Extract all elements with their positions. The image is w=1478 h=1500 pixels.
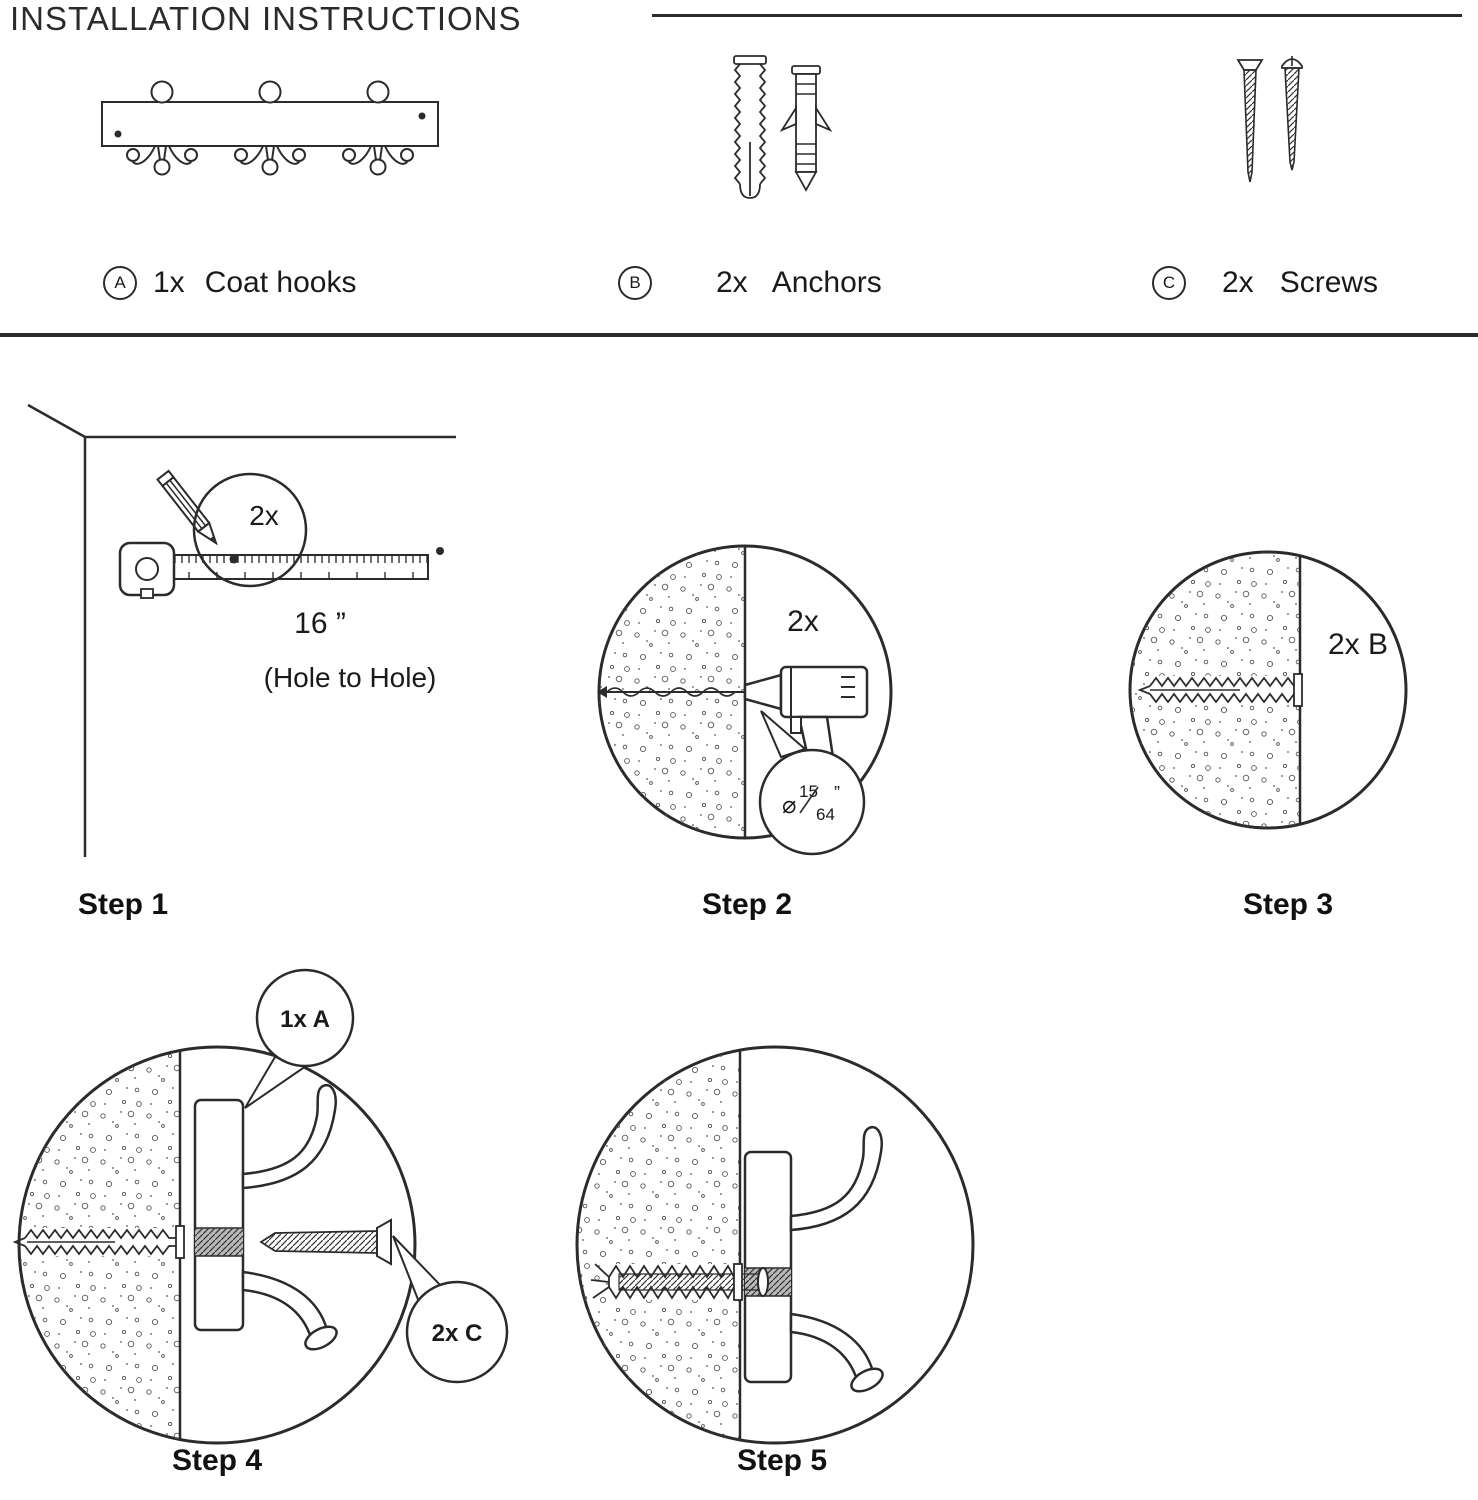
step4-illustration: 1x A 2x C — [12, 968, 509, 1445]
hole-distance-label: 16 ” — [294, 607, 346, 640]
bit-diameter-denominator: 64 — [816, 805, 835, 824]
part-name-c: Screws — [1279, 266, 1379, 299]
bit-diameter-unit: ” — [834, 783, 840, 803]
step5-illustration — [575, 1045, 975, 1445]
step1-illustration: 2x 16 ” (Hole to Hole) — [27, 403, 456, 857]
title-rule — [652, 14, 1462, 17]
hole-distance-note: (Hole to Hole) — [264, 662, 437, 693]
part-badge-a: A — [103, 266, 137, 300]
mark-count-callout: 2x — [192, 472, 308, 588]
page-title: INSTALLATION INSTRUCTIONS — [10, 0, 522, 37]
pencil-icon — [156, 469, 218, 546]
part-item-screws: C 2x Screws — [1152, 266, 1378, 300]
screw-flat-head-icon — [1236, 59, 1264, 183]
part-name-a: Coat hooks — [204, 266, 357, 299]
anchor-count-label: 2x B — [1328, 628, 1388, 661]
hook-1-icon — [126, 80, 198, 176]
step4-label: Step 4 — [172, 1444, 263, 1477]
part-badge-b: B — [618, 266, 652, 300]
part-badge-c: C — [1152, 266, 1186, 300]
screws-callout: 2x C — [392, 1235, 509, 1384]
wall-cross-section — [579, 1048, 740, 1442]
bit-diameter-numerator: 15 — [799, 782, 818, 801]
hook-2-icon — [234, 80, 306, 176]
drill-count-label: 2x — [787, 605, 819, 638]
anchor-inserted-icon — [1137, 673, 1303, 707]
bit-diameter-callout: ⌀ 15 64 ” — [758, 710, 866, 856]
anchor-wing-icon — [779, 65, 833, 192]
mark-count-label: 2x — [249, 500, 279, 531]
bit-diameter-symbol: ⌀ — [782, 792, 796, 819]
step5-label: Step 5 — [737, 1444, 828, 1477]
wall-corner-icon — [27, 403, 456, 857]
screws-illustration — [1236, 56, 1303, 183]
section-divider — [0, 333, 1478, 337]
part-name-b: Anchors — [771, 266, 882, 299]
screw-pan-head-icon — [1281, 56, 1303, 171]
part-qty-a: 1x — [153, 266, 185, 299]
anchors-illustration — [733, 55, 833, 199]
hook-3-icon — [342, 80, 414, 176]
step1-label: Step 1 — [78, 888, 169, 921]
hooks-callout-label: 1x A — [280, 1006, 330, 1033]
step3-label: Step 3 — [1243, 888, 1334, 921]
step2-label: Step 2 — [702, 888, 793, 921]
screws-callout-label: 2x C — [432, 1320, 483, 1347]
step3-illustration: 2x B — [1128, 550, 1408, 830]
mounted-assembly-icon — [590, 1125, 884, 1393]
step2-illustration: 2x ⌀ 15 64 ” — [597, 544, 893, 856]
part-qty-c: 2x — [1222, 266, 1254, 299]
part-qty-b: 2x — [716, 266, 748, 299]
hooks-callout: 1x A — [244, 968, 355, 1109]
part-item-coat-hooks: A 1x Coat hooks — [103, 266, 356, 300]
part-item-anchors: B 2x Anchors — [618, 266, 882, 300]
coat-hook-side-icon — [193, 1083, 338, 1351]
tape-measure-icon — [118, 541, 444, 599]
coat-hooks-illustration — [101, 80, 439, 176]
anchor-in-wall-icon — [12, 1225, 185, 1259]
screw-icon — [259, 1218, 392, 1266]
anchor-plug-icon — [733, 55, 767, 199]
